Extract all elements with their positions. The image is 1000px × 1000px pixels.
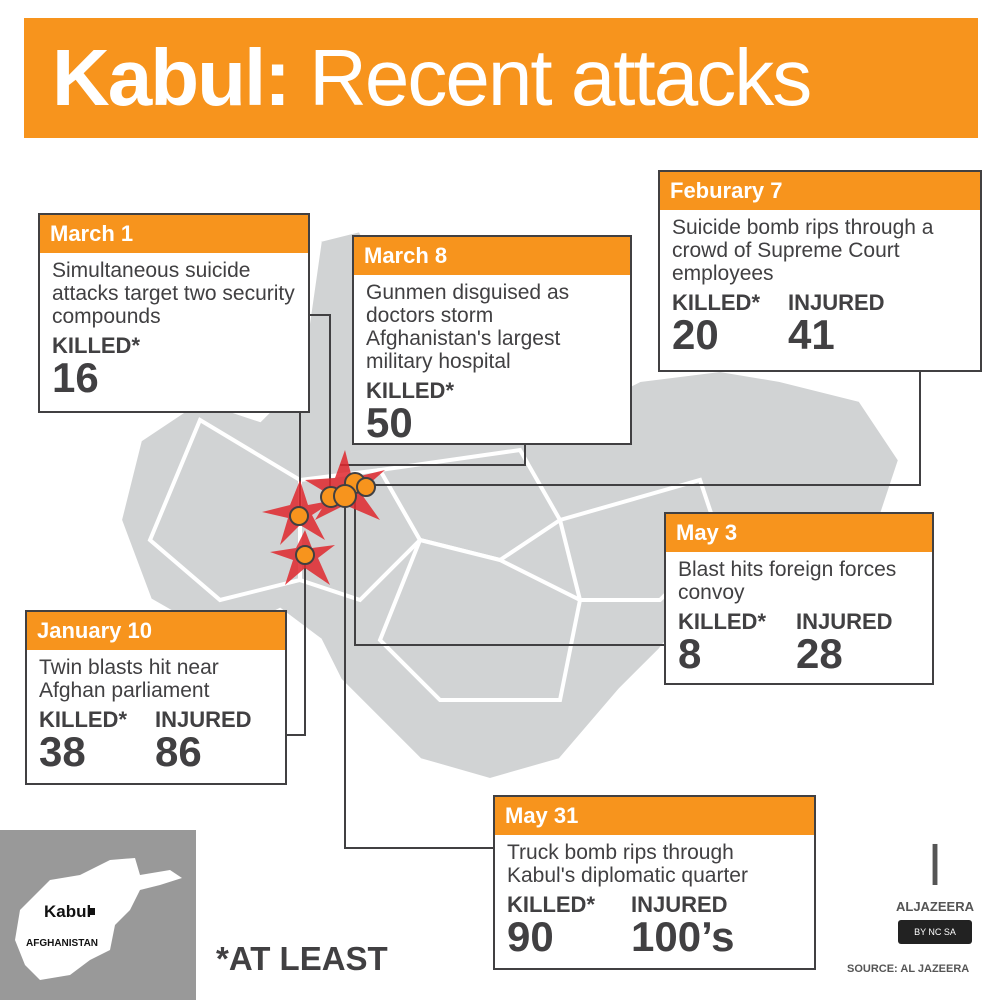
event-date: May 3 [666, 514, 932, 552]
title-bold: Kabul: [52, 33, 291, 122]
footnote: *AT LEAST [216, 940, 388, 977]
stat-value: 28 [796, 630, 843, 677]
source-credit: SOURCE: AL JAZEERA [847, 963, 970, 975]
event-card-may-31: May 31 Truck bomb rips through Kabul's d… [493, 795, 816, 970]
afghanistan-locator-map: Kabul AFGHANISTAN [0, 830, 196, 1000]
stat-value: 90 [507, 913, 554, 960]
stat-label: KILLED* [39, 707, 127, 732]
creative-commons-badge: BY NC SA [898, 920, 972, 944]
stat-value: 16 [52, 354, 99, 401]
afghanistan-outline-icon [15, 858, 182, 980]
stat-value: 8 [678, 630, 702, 677]
stat-label: INJURED [155, 707, 252, 732]
stat-label: KILLED* [507, 892, 595, 917]
stat-value: 41 [788, 311, 835, 358]
stat-label: KILLED* [52, 333, 140, 358]
stat-label: KILLED* [366, 378, 454, 403]
aljazeera-logo: ا ALJAZEERA BY NC SA [880, 835, 990, 944]
event-date: March 8 [354, 237, 630, 275]
logo-name: ALJAZEERA [895, 899, 974, 914]
event-card-february-7: Feburary 7 Suicide bomb rips through a c… [658, 170, 982, 372]
event-description: Twin blasts hit near Afghan parliament [39, 656, 219, 702]
event-date: Feburary 7 [660, 172, 980, 210]
stat-value: 100’s [631, 913, 735, 960]
title-rest: Recent attacks [309, 33, 812, 122]
event-description: Truck bomb rips through Kabul's diplomat… [507, 841, 748, 887]
event-card-january-10: January 10 Twin blasts hit near Afghan p… [25, 610, 287, 785]
stat-label: INJURED [631, 892, 728, 917]
stat-label: INJURED [788, 290, 885, 315]
event-description: Blast hits foreign forces convoy [678, 558, 897, 604]
event-description: Suicide bomb rips through a crowd of Sup… [672, 216, 934, 285]
kabul-label: Kabul [44, 902, 92, 921]
event-description: Gunmen disguised as doctors storm Afghan… [366, 281, 570, 373]
event-date: January 10 [27, 612, 285, 650]
stat-value: 86 [155, 728, 202, 775]
event-date: May 31 [495, 797, 814, 835]
attack-markers [262, 450, 385, 585]
country-label: AFGHANISTAN [26, 938, 99, 949]
event-card-march-1: March 1 Simultaneous suicide attacks tar… [38, 213, 310, 413]
page-title: Kabul: Recent attacks [24, 18, 978, 138]
event-card-may-3: May 3 Blast hits foreign forces convoy K… [664, 512, 934, 685]
event-description: Simultaneous suicide attacks target two … [52, 259, 295, 328]
stat-value: 20 [672, 311, 719, 358]
event-card-march-8: March 8 Gunmen disguised as doctors stor… [352, 235, 632, 445]
aljazeera-calligraphy-icon: ا [927, 837, 943, 897]
stat-value: 50 [366, 399, 413, 446]
stat-label: INJURED [796, 609, 893, 634]
event-date: March 1 [40, 215, 308, 253]
stat-label: KILLED* [672, 290, 760, 315]
stat-label: KILLED* [678, 609, 766, 634]
kabul-marker-icon [88, 908, 95, 915]
stat-value: 38 [39, 728, 86, 775]
